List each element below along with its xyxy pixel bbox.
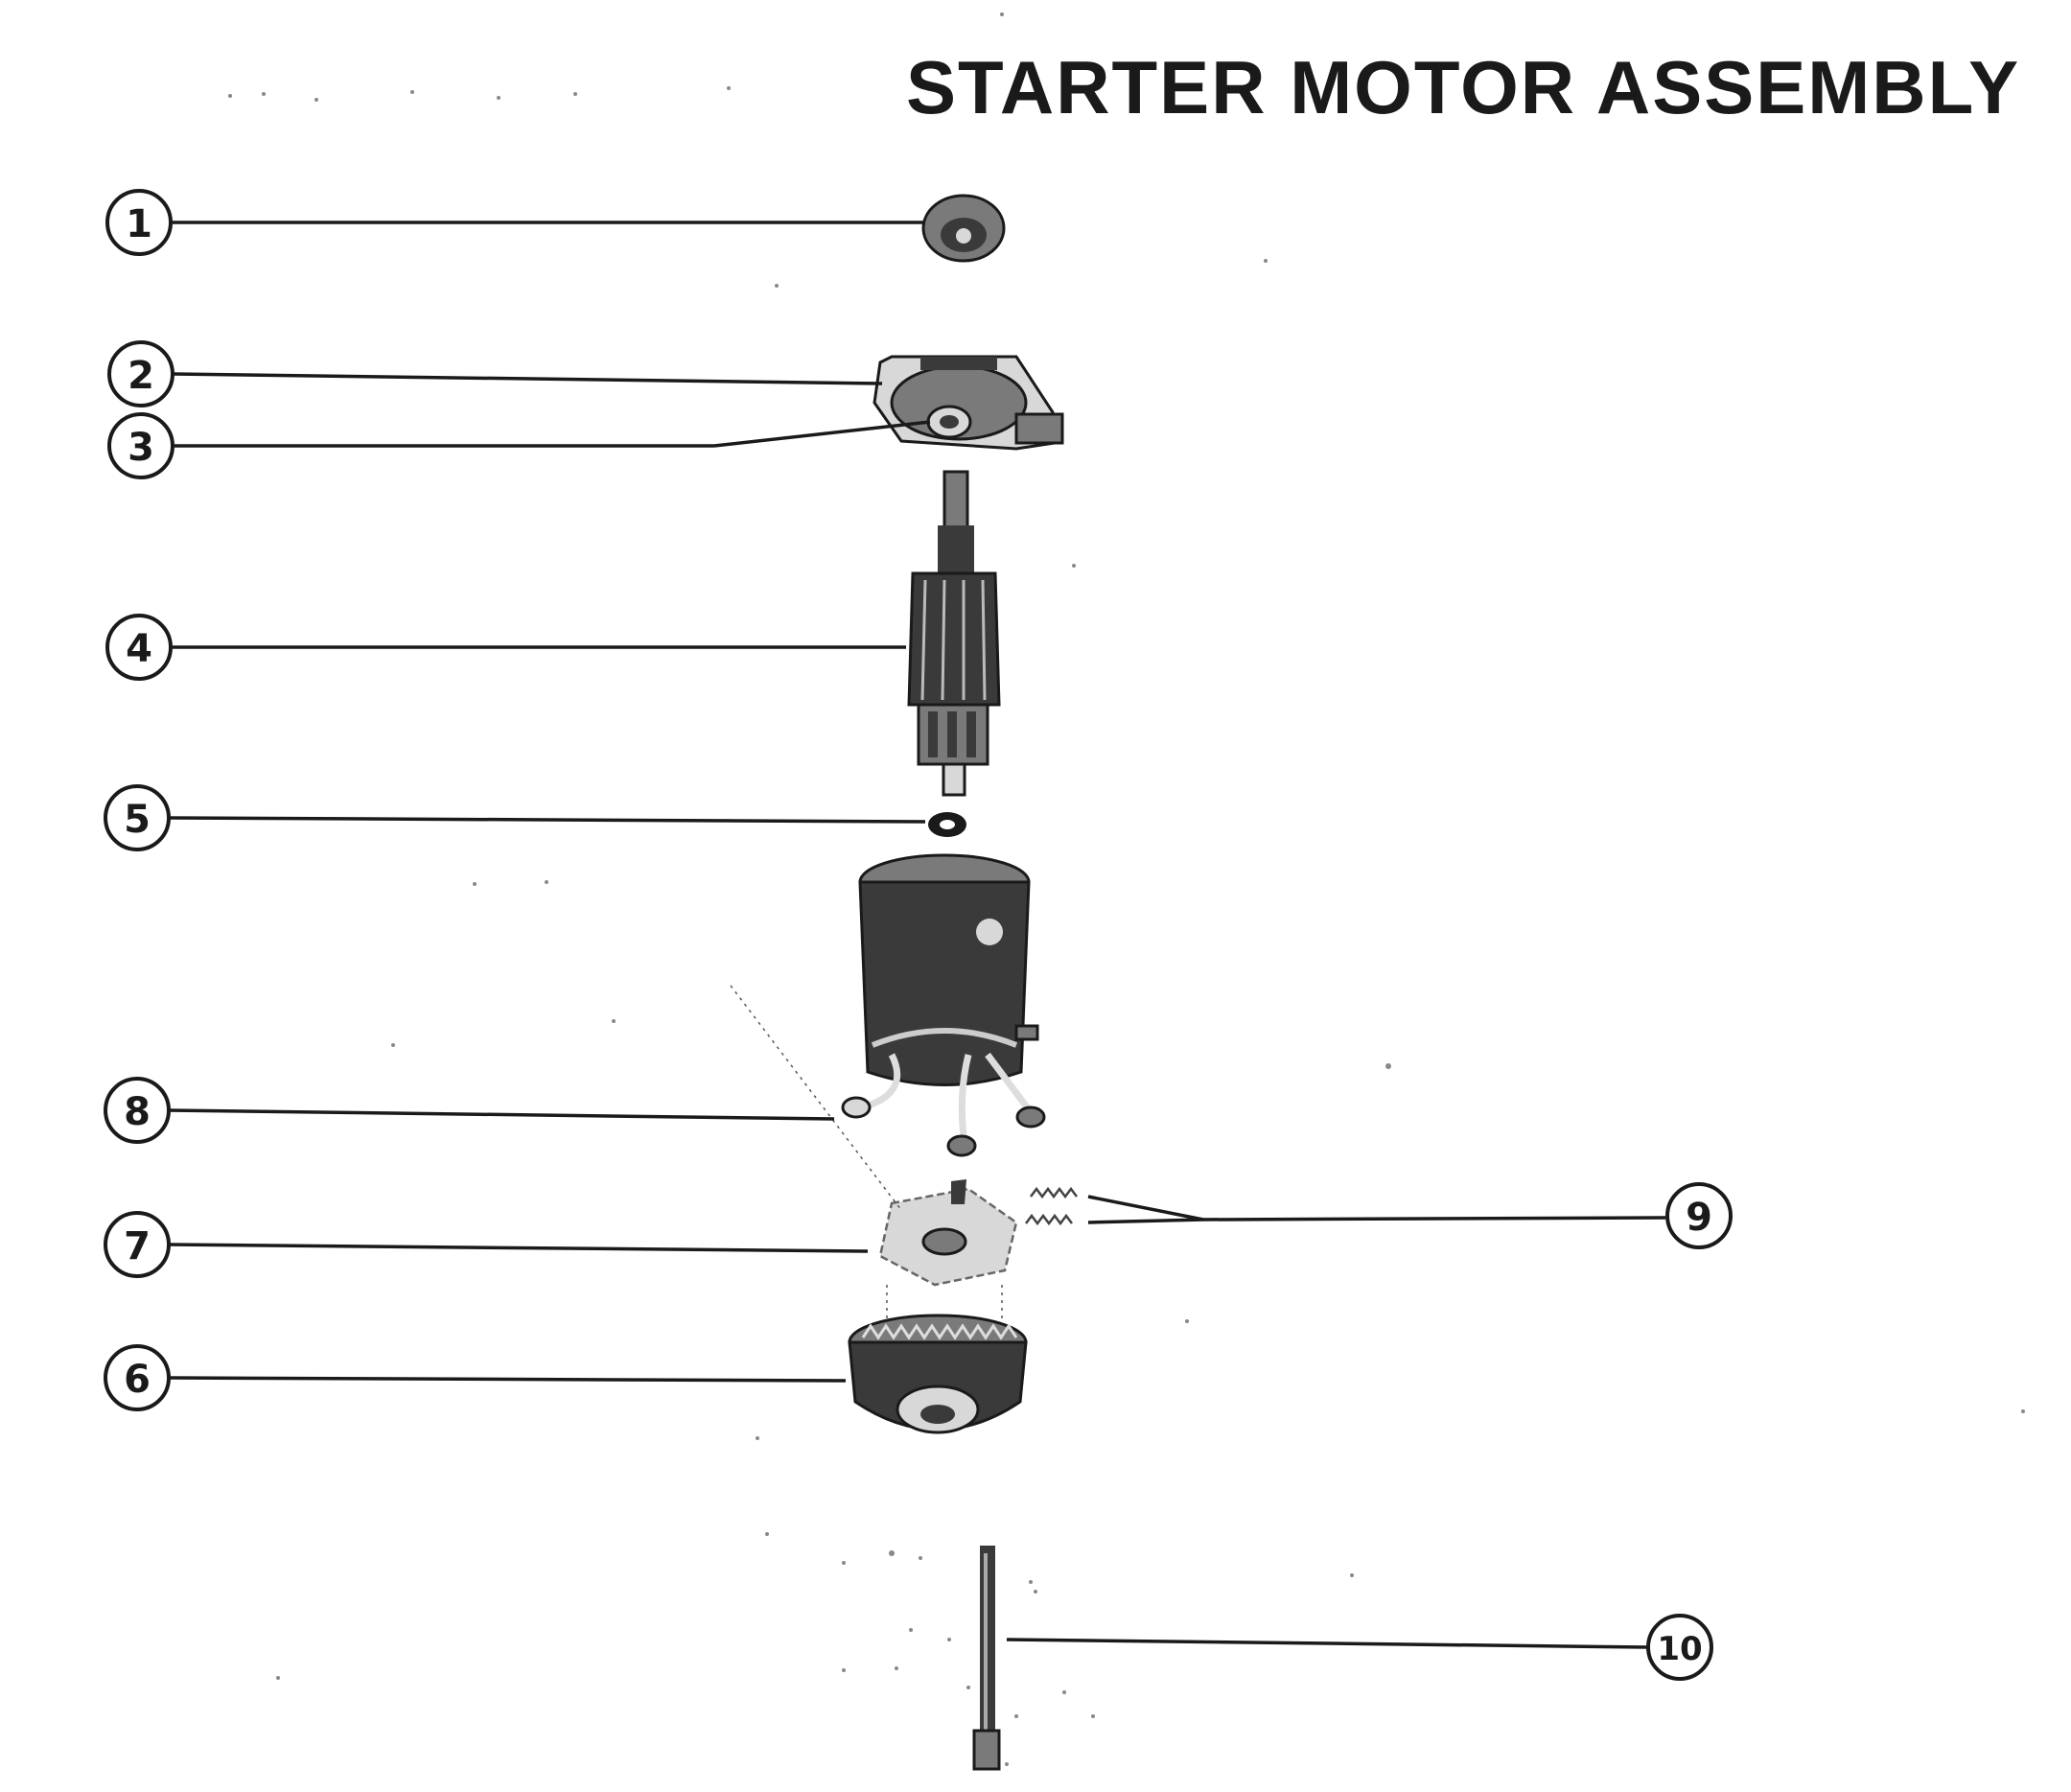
part-3-bushing (926, 405, 972, 439)
callout-4: 4 (105, 614, 173, 681)
svg-text:2: 2 (128, 354, 154, 398)
part-5-washer (928, 812, 966, 837)
callout-9: 9 (1665, 1182, 1733, 1249)
part-1-end-cap (921, 194, 1006, 263)
svg-text:10: 10 (1657, 1630, 1702, 1668)
scan-specks (228, 12, 2025, 1766)
callout-6: 6 (104, 1344, 171, 1411)
field-frame-housing (841, 853, 1046, 1157)
part-10-through-bolt (842, 1546, 1095, 1771)
callout-2: 2 (107, 340, 175, 407)
part-6-drive-housing (848, 1314, 1028, 1434)
callout-8: 8 (104, 1077, 171, 1144)
part-9-brush-springs (1025, 1186, 1078, 1226)
svg-text:8: 8 (124, 1090, 151, 1134)
leader-lines (167, 221, 1666, 1649)
svg-text:5: 5 (124, 798, 151, 842)
part-4-armature (907, 470, 1001, 797)
svg-text:1: 1 (126, 202, 152, 246)
diagram-title: STARTER MOTOR ASSEMBLY (906, 45, 2020, 129)
assembly-guide-line (730, 985, 902, 1211)
svg-text:7: 7 (124, 1224, 151, 1268)
callout-7: 7 (104, 1211, 171, 1278)
svg-text:4: 4 (126, 627, 152, 671)
part-2-end-frame (873, 355, 1064, 451)
svg-text:9: 9 (1686, 1196, 1712, 1240)
svg-text:3: 3 (128, 426, 154, 470)
callout-5: 5 (104, 784, 171, 851)
callout-10: 10 (1646, 1614, 1713, 1681)
part-7-brush-plate (878, 1179, 1018, 1318)
callout-1: 1 (105, 189, 173, 256)
callout-3: 3 (107, 412, 175, 479)
svg-text:6: 6 (124, 1358, 151, 1402)
